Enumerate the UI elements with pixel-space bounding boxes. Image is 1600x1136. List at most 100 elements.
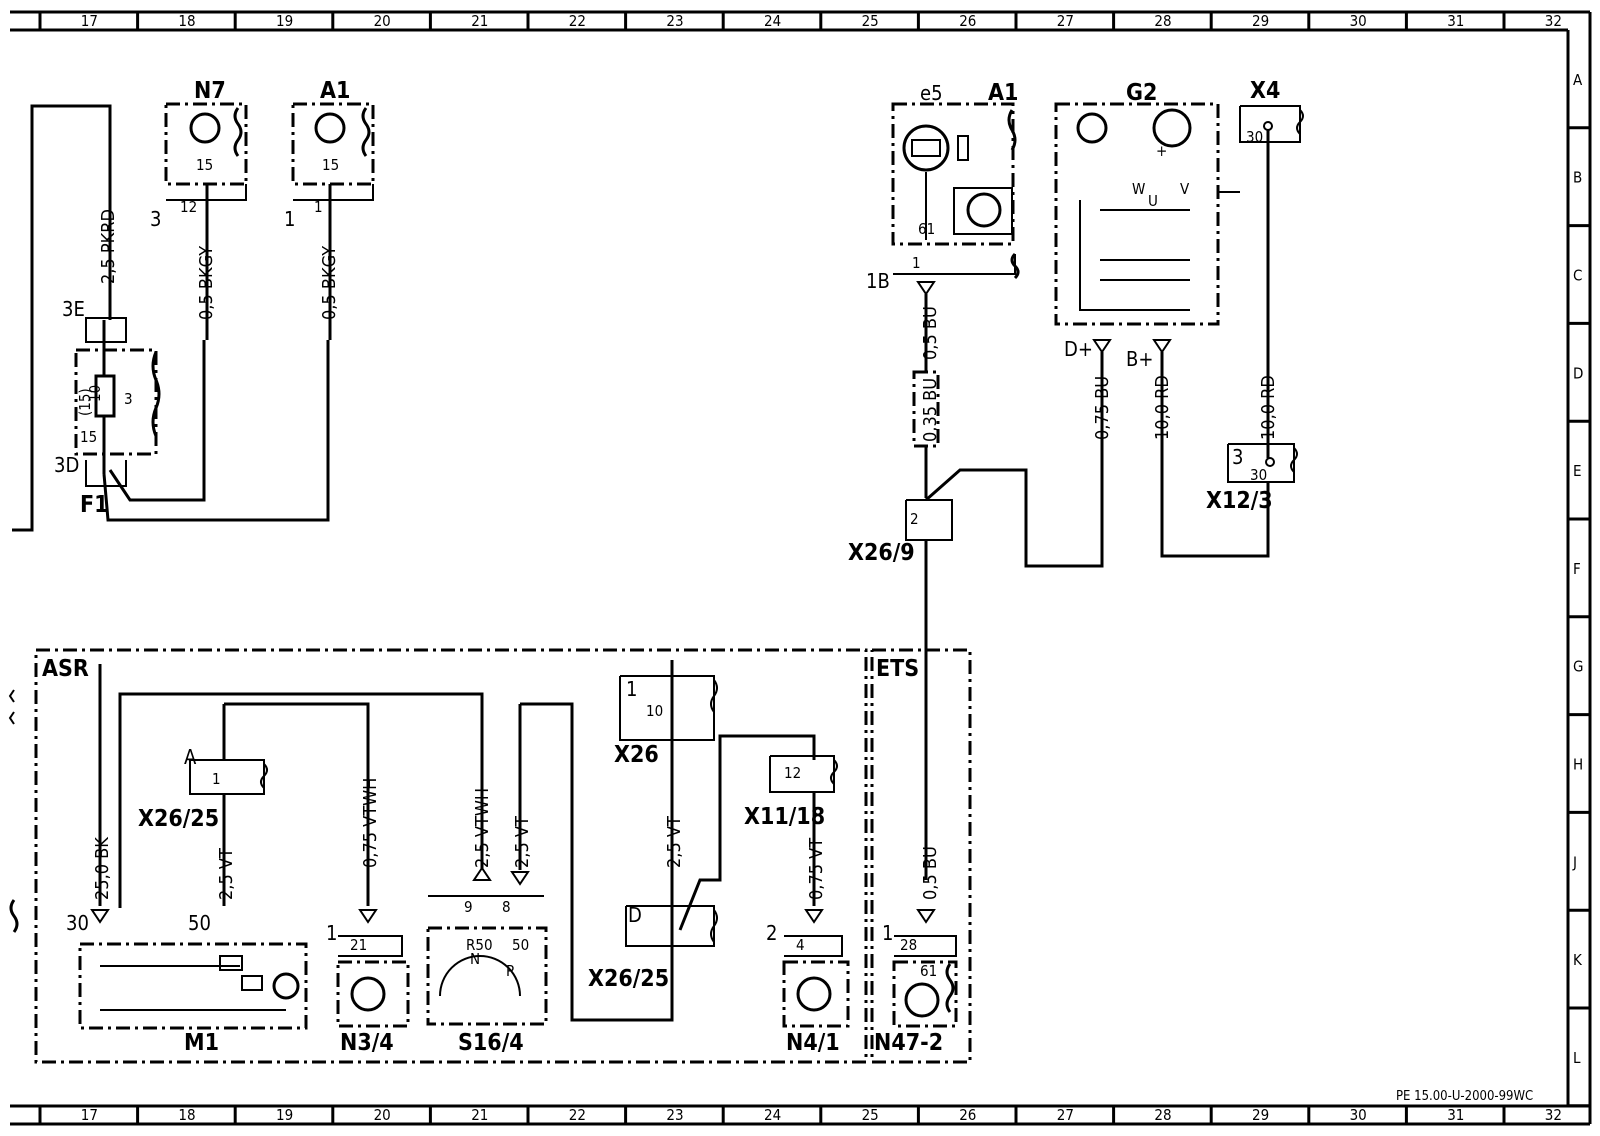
svg-text:1: 1	[326, 921, 337, 945]
svg-text:P: P	[506, 962, 514, 980]
svg-text:F1: F1	[80, 492, 109, 518]
svg-text:W: W	[1132, 180, 1145, 198]
svg-text:3: 3	[1232, 445, 1243, 469]
svg-text:2: 2	[910, 510, 919, 528]
svg-text:0,75 VT: 0,75 VT	[806, 838, 827, 900]
frame	[10, 10, 1592, 1126]
svg-text:1: 1	[626, 677, 637, 701]
grid-row-label: D	[1573, 364, 1583, 382]
svg-text:0,75 VTWH: 0,75 VTWH	[360, 778, 381, 868]
x26-9-connector: 0,5 BU 0,35 BU 2 X26/9	[848, 294, 1104, 880]
svg-text:N3/4: N3/4	[340, 1030, 394, 1056]
grid-row-label: G	[1573, 658, 1583, 676]
svg-text:ASR: ASR	[42, 656, 89, 682]
ets-group: ETS 0,5 BU 1 28 61 N47-2	[870, 648, 972, 1064]
svg-text:30: 30	[66, 911, 89, 935]
svg-text:1: 1	[882, 921, 893, 945]
left-edge-marks	[8, 689, 19, 933]
grid-column-label: 32	[1545, 1106, 1562, 1124]
svg-text:1: 1	[284, 207, 295, 231]
grid-row-label: E	[1573, 462, 1582, 480]
grid-column-label: 20	[374, 12, 391, 30]
svg-text:12: 12	[784, 764, 801, 782]
grid-column-label: 21	[471, 1106, 488, 1124]
grid-column-label: 24	[764, 12, 781, 30]
svg-text:10: 10	[86, 385, 104, 402]
svg-text:3E: 3E	[62, 297, 85, 321]
svg-text:X4: X4	[1250, 78, 1280, 104]
svg-text:X11/18: X11/18	[744, 804, 825, 830]
svg-text:N4/1: N4/1	[786, 1030, 840, 1056]
svg-text:1B: 1B	[866, 269, 890, 293]
grid-column-label: 32	[1545, 12, 1562, 30]
svg-text:N: N	[470, 950, 480, 968]
svg-text:0,35 BU: 0,35 BU	[920, 378, 941, 442]
grid-column-label: 28	[1154, 1106, 1171, 1124]
svg-text:1: 1	[212, 770, 221, 788]
a1-instrument-cluster: e5 A1 61 1 1B	[866, 80, 1020, 296]
grid-row-label: J	[1572, 853, 1577, 871]
svg-text:0,5 BU: 0,5 BU	[920, 306, 941, 360]
svg-text:15: 15	[196, 156, 213, 174]
svg-text:2,5 VT: 2,5 VT	[664, 816, 685, 868]
grid-column-label: 18	[178, 12, 195, 30]
svg-text:10,0 RD: 10,0 RD	[1152, 375, 1173, 440]
svg-text:A1: A1	[988, 80, 1018, 106]
svg-text:30: 30	[1250, 466, 1267, 484]
grid-column-label: 27	[1057, 12, 1074, 30]
grid-column-label: 30	[1350, 1106, 1367, 1124]
svg-text:N7: N7	[194, 78, 226, 104]
svg-text:e5: e5	[920, 81, 943, 105]
grid-column-label: 31	[1447, 1106, 1464, 1124]
svg-text:R50: R50	[466, 936, 493, 954]
svg-text:15: 15	[322, 156, 339, 174]
grid-column-label: 21	[471, 12, 488, 30]
svg-text:V: V	[1180, 180, 1190, 198]
grid-row-label: C	[1573, 267, 1582, 285]
grid-column-label: 29	[1252, 12, 1269, 30]
f1-fuse-box: 3E 3D F1 10 (15) 3 15 2,5 PKRD	[12, 104, 330, 532]
svg-text:G2: G2	[1126, 80, 1157, 106]
grid-row-label: F	[1573, 560, 1581, 578]
svg-text:N47-2: N47-2	[874, 1030, 943, 1056]
grid-row-label: A	[1573, 71, 1583, 89]
svg-text:61: 61	[920, 962, 937, 980]
svg-text:2,5 VTWH: 2,5 VTWH	[472, 788, 493, 868]
svg-text:4: 4	[796, 936, 805, 954]
svg-text:3D: 3D	[54, 453, 79, 477]
grid-column-label: 19	[276, 12, 293, 30]
grid-column-label: 25	[862, 12, 879, 30]
svg-text:61: 61	[918, 220, 935, 238]
svg-text:A: A	[184, 745, 197, 769]
svg-text:A1: A1	[320, 78, 350, 104]
grid-column-label: 17	[81, 1106, 98, 1124]
svg-text:28: 28	[900, 936, 917, 954]
svg-text:X26/25: X26/25	[138, 806, 219, 832]
grid-column-label: 24	[764, 1106, 781, 1124]
grid-column-label: 18	[178, 1106, 195, 1124]
svg-text:25,0 BK: 25,0 BK	[92, 837, 113, 900]
svg-text:0,75 BU: 0,75 BU	[1092, 376, 1113, 440]
svg-text:1: 1	[912, 254, 921, 272]
svg-text:10: 10	[646, 702, 663, 720]
grid-column-label: 20	[374, 1106, 391, 1124]
grid-column-label: 27	[1057, 1106, 1074, 1124]
grid-column-label: 28	[1154, 12, 1171, 30]
footer-code: PE 15.00-U-2000-99WC	[1396, 1089, 1533, 1104]
grid-column-label: 29	[1252, 1106, 1269, 1124]
svg-text:ETS: ETS	[876, 656, 919, 682]
svg-text:3: 3	[150, 207, 161, 231]
svg-text:0,5 BKGY: 0,5 BKGY	[196, 246, 217, 320]
svg-text:21: 21	[350, 936, 367, 954]
svg-text:B+: B+	[1126, 347, 1153, 371]
svg-text:U: U	[1148, 192, 1158, 210]
svg-text:S16/4: S16/4	[458, 1030, 524, 1056]
svg-text:X26/25: X26/25	[588, 966, 669, 992]
grid-column-label: 30	[1350, 12, 1367, 30]
svg-text:30: 30	[1246, 128, 1263, 146]
svg-text:50: 50	[512, 936, 529, 954]
svg-text:1: 1	[314, 198, 323, 216]
grid-column-label: 31	[1447, 12, 1464, 30]
